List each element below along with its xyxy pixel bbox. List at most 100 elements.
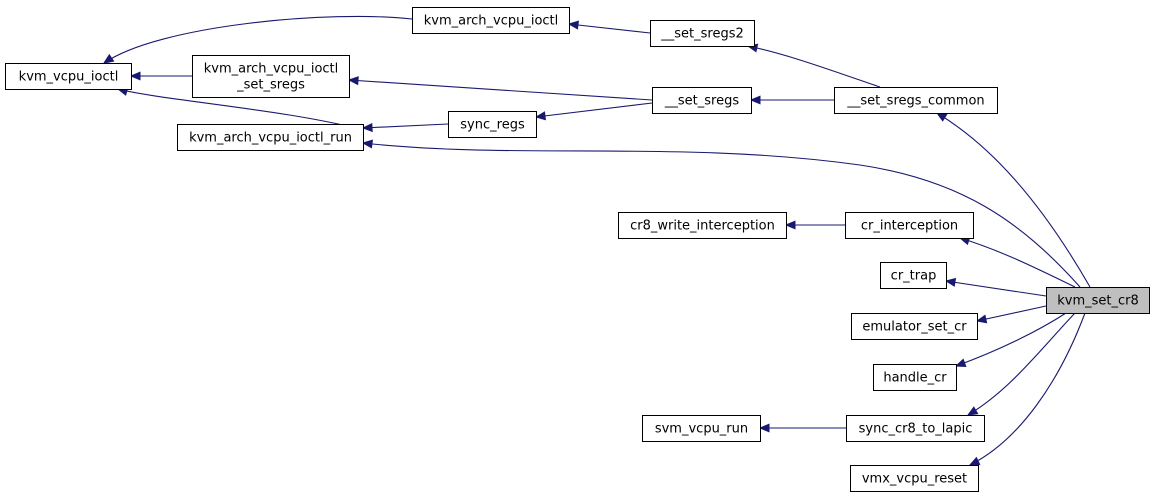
node-box: [448, 111, 537, 138]
node-kvm-arch-vcpu-ioctl[interactable]: kvm_arch_vcpu_ioctl: [412, 7, 570, 34]
node-label: kvm_arch_vcpu_ioctl_run: [189, 131, 352, 146]
edge-set_sregs-to-sync_regs: [534, 102, 653, 121]
edge-kvm_set_cr8-to-vmx_vcpu_reset: [968, 312, 1086, 466]
node-handle-cr[interactable]: handle_cr: [873, 364, 957, 391]
node-box: [851, 313, 978, 340]
node-box: [5, 63, 132, 90]
edge-line: [976, 305, 1047, 322]
node-box: [650, 20, 755, 47]
node-emulator-set-cr[interactable]: emulator_set_cr: [851, 313, 978, 340]
arrow-head-icon: [784, 220, 796, 230]
arrow-head-icon: [361, 123, 373, 133]
node-box: [834, 87, 998, 114]
node-cr-trap[interactable]: cr_trap: [880, 262, 947, 289]
node-box: [412, 7, 570, 34]
edge-line: [362, 142, 1081, 288]
edge-sync_cr8_to_lapic-to-svm_vcpu_run: [758, 423, 846, 433]
node-label: kvm_arch_vcpu_ioctl: [424, 14, 559, 29]
nodes-layer: kvm_vcpu_ioctlkvm_arch_vcpu_ioctlkvm_arc…: [5, 7, 1150, 492]
node-kvm-arch-vcpu-ioctl-set-sregs[interactable]: kvm_arch_vcpu_ioctl_set_sregs: [192, 55, 350, 98]
node-box: [177, 124, 364, 151]
node-label: cr8_write_interception: [630, 219, 775, 234]
node-svm-vcpu-run[interactable]: svm_vcpu_run: [642, 415, 761, 442]
node-vmx-vcpu-reset[interactable]: vmx_vcpu_reset: [850, 465, 979, 492]
edge-set_sregs_common-to-set_sregs2: [746, 43, 881, 88]
node-label: _set_sregs: [236, 78, 305, 93]
edge-kvm_set_cr8-to-emulator_set_cr: [975, 305, 1047, 324]
node-label: cr_trap: [891, 269, 937, 284]
arrow-head-icon: [966, 406, 979, 416]
node-label: __set_sregs2: [660, 27, 744, 42]
node-box: [642, 415, 761, 442]
arrow-head-icon: [935, 112, 948, 122]
edge-line: [967, 312, 1076, 416]
node-label: kvm_vcpu_ioctl: [19, 70, 119, 85]
node-kvm-arch-vcpu-ioctl-run[interactable]: kvm_arch_vcpu_ioctl_run: [177, 124, 364, 151]
edge-line: [955, 312, 1067, 367]
arrow-head-icon: [749, 95, 761, 105]
node-kvm-set-cr8[interactable]: kvm_set_cr8: [1046, 287, 1150, 314]
node-kvm-vcpu-ioctl[interactable]: kvm_vcpu_ioctl: [5, 63, 132, 90]
node-box: [652, 87, 752, 114]
node-box: [873, 364, 957, 391]
arrow-head-icon: [347, 76, 359, 86]
node-box: [192, 55, 350, 98]
node-box: [846, 415, 985, 442]
arrow-head-icon: [534, 111, 546, 121]
arrow-head-icon: [129, 71, 141, 81]
node-label: cr_interception: [861, 219, 958, 234]
edge-line: [945, 280, 1047, 297]
node-label: handle_cr: [883, 371, 947, 386]
arrow-head-icon: [102, 53, 115, 64]
edge-kvm_set_cr8-to-handle_cr: [954, 312, 1067, 368]
node-label: __set_sregs_common: [846, 94, 984, 109]
node-cr-interception[interactable]: cr_interception: [845, 212, 974, 239]
edge-kvm_set_cr8-to-cr_interception: [958, 236, 1076, 288]
node-box: [1046, 287, 1150, 314]
node-label: kvm_arch_vcpu_ioctl: [204, 62, 339, 77]
node-box: [880, 262, 947, 289]
edge-kvm_set_cr8-to-cr_trap: [944, 277, 1047, 297]
edge-line: [117, 88, 364, 131]
node-label: __set_sregs: [664, 94, 739, 109]
node-label: vmx_vcpu_reset: [862, 472, 967, 487]
edge-kvm_set_cr8-to-kvm_arch_vcpu_ioctl_run: [361, 139, 1081, 288]
node-set-sregs2[interactable]: __set_sregs2: [650, 20, 755, 47]
edge-line: [568, 23, 651, 34]
edge-sync_regs-to-kvm_arch_vcpu_ioctl_run: [361, 123, 449, 133]
arrow-head-icon: [567, 20, 579, 30]
node-set-sregs[interactable]: __set_sregs: [652, 87, 752, 114]
edge-line: [535, 102, 653, 118]
arrow-head-icon: [361, 139, 373, 149]
edge-line: [747, 45, 881, 88]
edge-kvm_arch_vcpu_ioctl_set_sregs-to-kvm_vcpu_ioctl: [129, 71, 192, 81]
edge-line: [959, 237, 1076, 288]
edge-line: [362, 123, 449, 129]
edge-kvm_set_cr8-to-set_sregs_common: [935, 112, 1091, 288]
arrow-head-icon: [975, 314, 988, 324]
arrow-head-icon: [944, 277, 957, 287]
edge-cr_interception-to-cr8_write_interception: [784, 220, 845, 230]
edge-kvm_arch_vcpu_ioctl-to-kvm_vcpu_ioctl: [102, 15, 413, 64]
edge-line: [348, 79, 653, 101]
node-label: kvm_set_cr8: [1057, 294, 1139, 309]
arrow-head-icon: [968, 456, 981, 466]
node-cr8-write-interception[interactable]: cr8_write_interception: [618, 212, 787, 239]
edge-set_sregs_common-to-set_sregs: [749, 95, 834, 105]
edge-set_sregs2-to-kvm_arch_vcpu_ioctl: [567, 20, 651, 34]
node-label: emulator_set_cr: [862, 320, 967, 335]
edge-line: [103, 15, 413, 64]
node-set-sregs-common[interactable]: __set_sregs_common: [834, 87, 998, 114]
node-box: [618, 212, 787, 239]
node-box: [850, 465, 979, 492]
node-label: sync_cr8_to_lapic: [859, 422, 973, 437]
node-sync-cr8-to-lapic[interactable]: sync_cr8_to_lapic: [846, 415, 985, 442]
node-label: svm_vcpu_run: [655, 422, 748, 437]
edge-set_sregs-to-kvm_arch_vcpu_ioctl_set_sregs: [347, 76, 653, 101]
edge-line: [936, 112, 1091, 288]
node-label: sync_regs: [460, 118, 525, 133]
node-box: [845, 212, 974, 239]
edge-kvm_set_cr8-to-sync_cr8_to_lapic: [966, 312, 1076, 416]
node-sync-regs[interactable]: sync_regs: [448, 111, 537, 138]
